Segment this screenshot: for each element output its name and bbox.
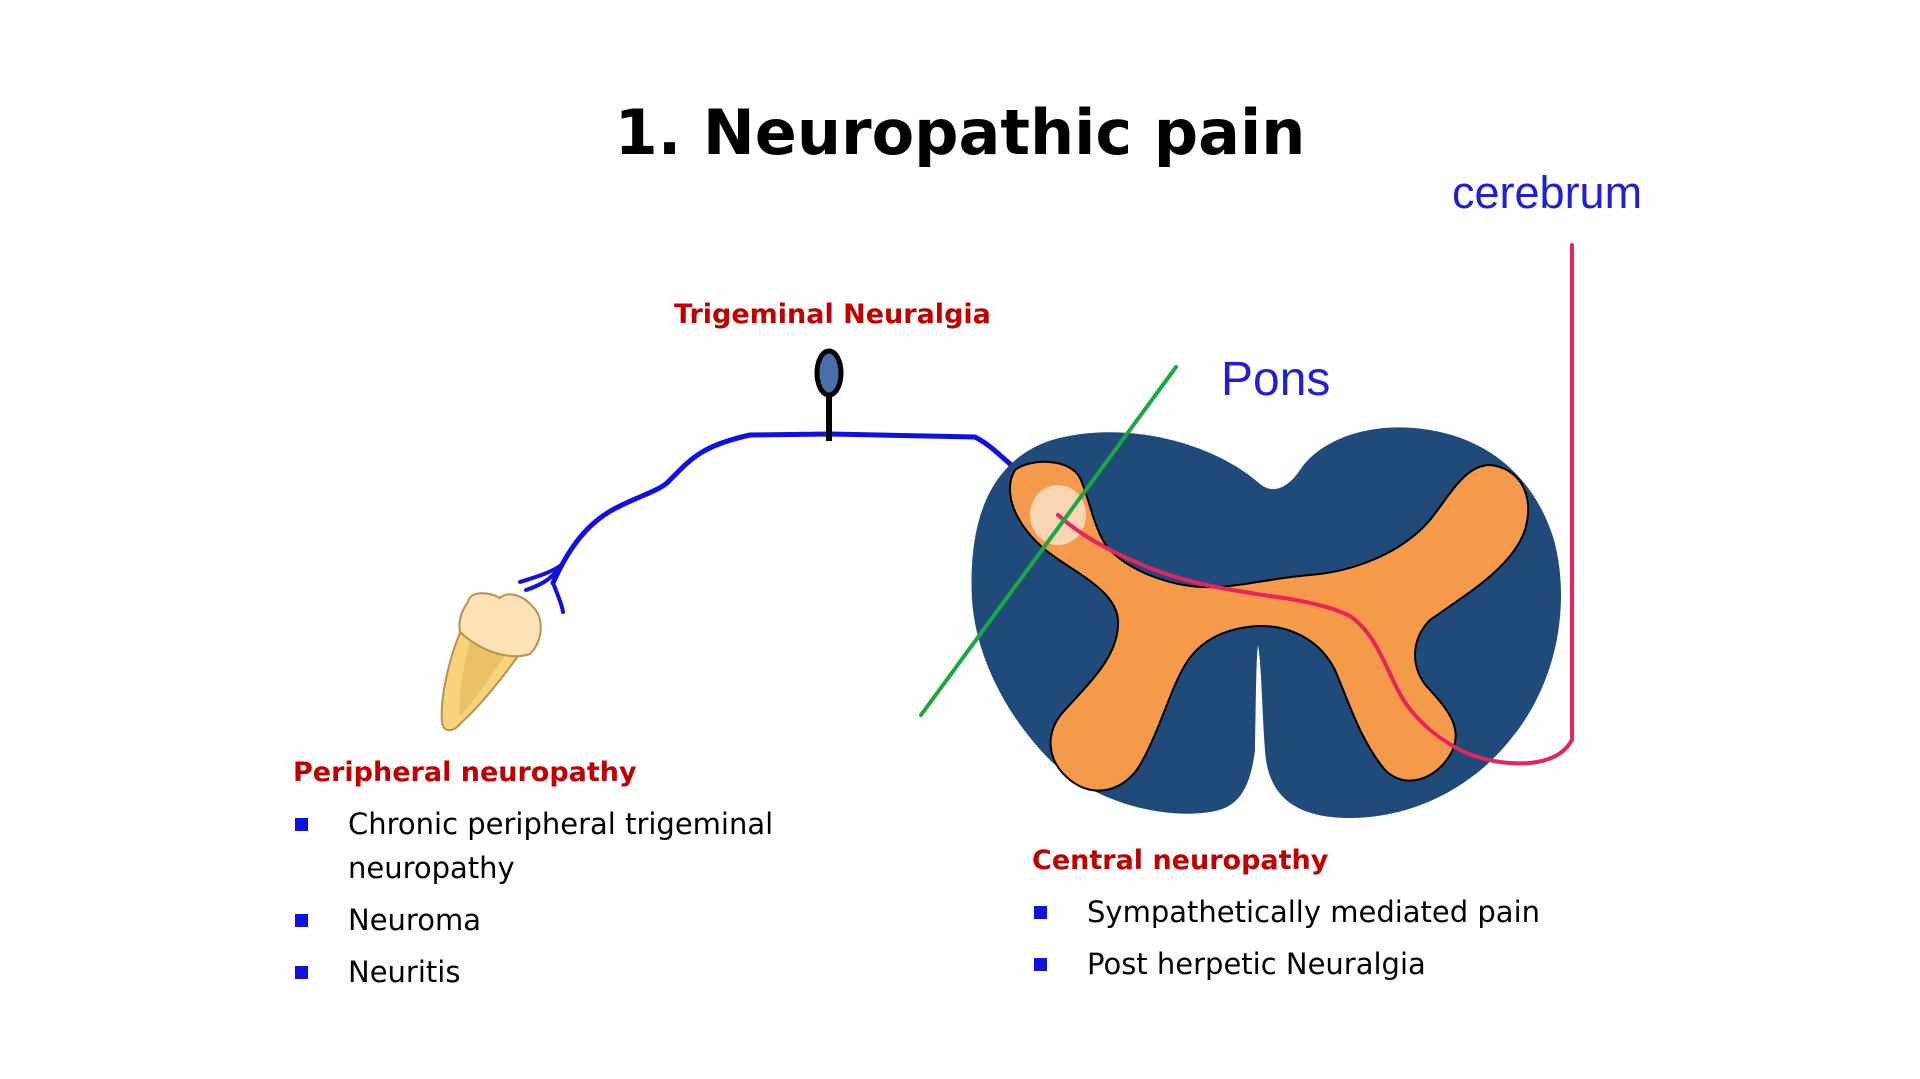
list-item: Post herpetic Neuralgia <box>1032 942 1652 986</box>
list-item: Chronic peripheral trigeminal neuropathy <box>293 802 853 890</box>
central-pathway <box>1056 243 1574 766</box>
bullet-square-icon <box>1034 958 1047 971</box>
peripheral-neuropathy-heading: Peripheral neuropathy <box>293 757 637 788</box>
list-item-text: Chronic peripheral trigeminal neuropathy <box>348 807 774 885</box>
nerve-ending-branch-2 <box>524 564 562 592</box>
list-item: Neuritis <box>293 950 853 994</box>
trigeminal-ganglion <box>814 348 844 441</box>
peripheral-neuropathy-section: Peripheral neuropathy Chronic peripheral… <box>293 757 853 1002</box>
tooth-root-shade <box>459 640 504 716</box>
list-item-text: Neuroma <box>348 903 481 937</box>
list-item-text: Sympathetically mediated pain <box>1087 895 1541 929</box>
bullet-square-icon <box>295 818 308 831</box>
list-item: Sympathetically mediated pain <box>1032 890 1652 934</box>
central-neuropathy-section: Central neuropathy Sympathetically media… <box>1032 845 1652 994</box>
cerebrum-label: cerebrum <box>1452 167 1643 218</box>
pons-label: Pons <box>1221 353 1331 406</box>
trigeminal-neuralgia-label: Trigeminal Neuralgia <box>674 299 991 330</box>
pons-gray-matter <box>1009 460 1530 792</box>
bullet-square-icon <box>1034 906 1047 919</box>
central-neuropathy-heading: Central neuropathy <box>1032 845 1329 876</box>
nerve-ending-branch-3 <box>551 581 565 614</box>
list-item-text: Post herpetic Neuralgia <box>1087 947 1426 981</box>
section-line <box>919 365 1178 717</box>
bullet-square-icon <box>295 966 308 979</box>
peripheral-neuropathy-list: Chronic peripheral trigeminal neuropathy… <box>293 802 853 994</box>
tooth-crown <box>458 592 542 658</box>
central-neuropathy-list: Sympathetically mediated pain Post herpe… <box>1032 890 1652 986</box>
list-item-text: Neuritis <box>348 955 461 989</box>
tooth-illustration <box>440 592 542 732</box>
pons-cross-section <box>971 427 1562 818</box>
slide-title: 1. Neuropathic pain <box>614 96 1306 169</box>
list-item: Neuroma <box>293 898 853 942</box>
bullet-square-icon <box>295 914 308 927</box>
